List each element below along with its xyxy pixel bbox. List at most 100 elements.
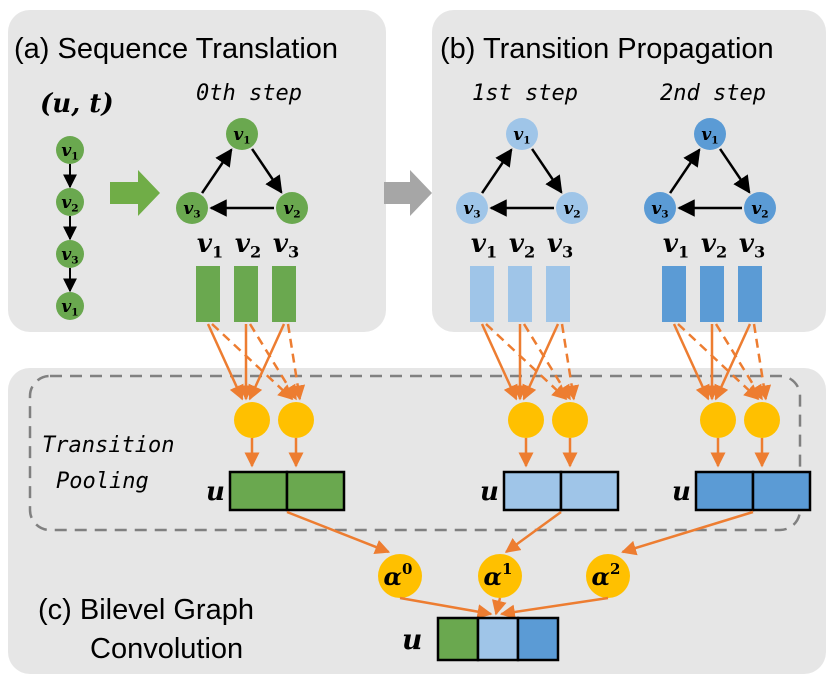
sequence-node xyxy=(56,188,84,216)
panel-b-background xyxy=(432,10,826,332)
graph-node-label-n2: v2 xyxy=(751,199,768,221)
step-label-2: 2nd step xyxy=(660,81,766,106)
vector-label: v3 xyxy=(547,229,573,262)
graph-node-n3 xyxy=(456,192,488,224)
pair-label: (u, t) xyxy=(40,89,114,119)
graph-node-label-n1: v1 xyxy=(701,125,718,147)
vector-label: v2 xyxy=(235,229,261,262)
embedding-bar xyxy=(272,266,296,322)
pool-arrow-dashed xyxy=(211,323,294,401)
sequence-node-label: v1 xyxy=(61,297,78,319)
step-label-0: 0th step xyxy=(196,81,302,106)
graph-edge-v3-v1 xyxy=(201,148,233,194)
user-vector-cell xyxy=(502,470,563,512)
alpha-out-arrow xyxy=(399,596,493,620)
alpha-in-arrow xyxy=(621,510,754,556)
graph-node-label-n2: v2 xyxy=(563,199,580,221)
user-vector-cell xyxy=(559,470,620,512)
transition-pooling-box xyxy=(28,374,802,532)
vector-label: v1 xyxy=(663,229,689,262)
pool-arrow-solid xyxy=(248,323,286,401)
final-vector-cell xyxy=(436,616,480,662)
user-vector-cell xyxy=(694,470,755,512)
pool-arrow-dashed xyxy=(485,323,568,401)
pooling-node xyxy=(508,402,544,438)
graph-node-n2 xyxy=(744,192,776,224)
final-user-label: u xyxy=(402,623,422,656)
alpha-out-arrow xyxy=(491,597,507,616)
final-vector-cell xyxy=(476,616,520,662)
graph-edge-v1-v2 xyxy=(531,148,563,194)
graph-edge-v3-v1 xyxy=(481,148,513,194)
panel-c-title-line1: (c) Bilevel Graph xyxy=(38,594,254,626)
user-vector-cell xyxy=(228,470,289,512)
embedding-bar xyxy=(662,266,686,322)
alpha-node xyxy=(378,554,422,598)
embedding-bar xyxy=(700,266,724,322)
green-translation-arrow xyxy=(110,170,160,216)
pooling-node xyxy=(700,402,736,438)
graph-edge-v3-v1 xyxy=(669,148,701,194)
graph-node-label-n1: v1 xyxy=(233,125,250,147)
sequence-node-label: v3 xyxy=(61,245,78,267)
graph-edge-v1-v2 xyxy=(251,148,283,194)
vector-label: v3 xyxy=(273,229,299,262)
alpha-in-arrow xyxy=(286,510,391,555)
graph-node-n1 xyxy=(694,118,726,150)
vector-label: v1 xyxy=(471,229,497,262)
pooling-label-line1: Transition xyxy=(42,433,174,458)
pooling-node xyxy=(552,402,588,438)
pool-arrow-solid xyxy=(480,323,518,401)
alpha-node xyxy=(478,554,522,598)
sequence-node xyxy=(56,292,84,320)
panel-a-background xyxy=(8,10,386,332)
pool-arrow-solid xyxy=(672,323,710,401)
embedding-bar xyxy=(234,266,258,322)
pooling-label-line2: Pooling xyxy=(56,469,149,494)
graph-node-label-n3: v3 xyxy=(183,199,200,221)
pooling-node xyxy=(234,402,270,438)
final-vector-cell xyxy=(516,616,560,662)
graph-edge-v1-v2 xyxy=(719,148,751,194)
vector-label: v3 xyxy=(739,229,765,262)
sequence-node xyxy=(56,136,84,164)
panel-c-title-line2: Convolution xyxy=(90,633,243,665)
step-vectors: v1 v2 v3 v1 v2 v3 v1 v2 v3 xyxy=(196,229,765,322)
alpha-out-arrow xyxy=(499,596,609,620)
graph-node-label-n1: v1 xyxy=(513,125,530,147)
panel-a-title: (a) Sequence Translation xyxy=(14,33,338,65)
graph-node-n3 xyxy=(176,192,208,224)
user-vector-cell xyxy=(751,470,812,512)
embedding-bar xyxy=(196,266,220,322)
sequence-node-label: v2 xyxy=(61,193,78,215)
graph-node-n2 xyxy=(556,192,588,224)
graph-node-label-n2: v2 xyxy=(283,199,300,221)
alpha-node xyxy=(586,554,630,598)
graph-node-n1 xyxy=(506,118,538,150)
vector-label: v2 xyxy=(701,229,727,262)
embedding-bar xyxy=(738,266,762,322)
vector-label: v1 xyxy=(197,229,223,262)
sequence-node-label: v1 xyxy=(61,141,78,163)
embedding-bar xyxy=(470,266,494,322)
pool-arrow-dashed xyxy=(560,323,580,401)
pool-arrow-solid xyxy=(522,323,560,401)
user-label: u xyxy=(480,477,499,507)
final-embedding: u xyxy=(402,616,560,662)
sequence-node xyxy=(56,240,84,268)
pool-arrow-dashed xyxy=(752,323,772,401)
vector-label: v2 xyxy=(509,229,535,262)
graph-node-label-n3: v3 xyxy=(463,199,480,221)
alpha-label: α0 xyxy=(384,560,413,591)
pool-arrow-solid xyxy=(206,323,244,401)
sequence-chain: v1 v2 v3 v1 xyxy=(56,136,84,320)
pooling-node xyxy=(744,402,780,438)
alpha-label: α1 xyxy=(484,560,513,591)
pool-arrow-solid xyxy=(714,323,752,401)
graph-node-label-n3: v3 xyxy=(651,199,668,221)
alpha-in-arrow xyxy=(504,510,562,554)
pool-arrow-dashed xyxy=(286,323,306,401)
